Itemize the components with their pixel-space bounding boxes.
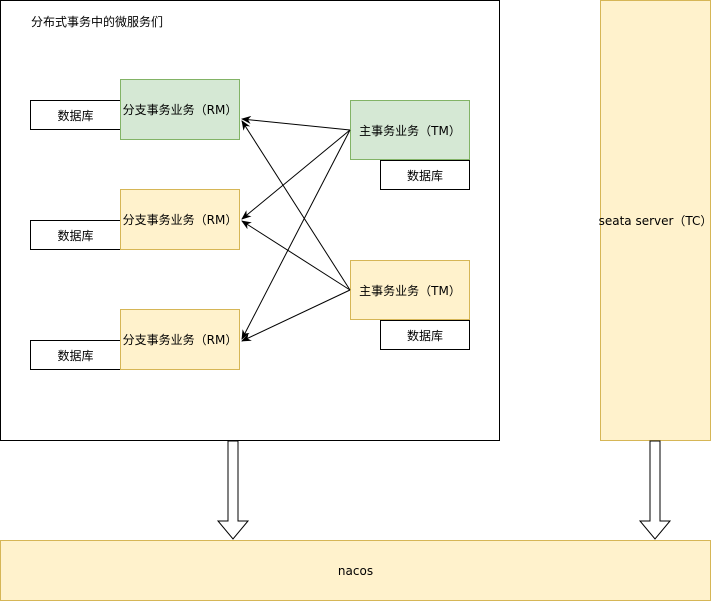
arrow-tm2-rm2 [241,220,351,291]
branch-label: 分支事务业务（RM） [122,333,238,347]
main-label: 主事务业务（TM） [359,283,461,298]
database-label: 数据库 [406,168,443,183]
arrow-tm1-rm2 [241,129,351,220]
branch-service-2: 分支事务业务（RM） [120,189,240,250]
block-arrow-seata-nacos [638,440,672,540]
seata-label: seata server（TC） [598,214,711,228]
nacos-label: nacos [337,563,374,578]
database-box-1: 数据库 [30,100,121,130]
seata-server: seata server（TC） [598,0,711,441]
arrow-tm2-rm1 [241,120,351,291]
arrow-tm1-rm3 [241,129,351,340]
main-service-1: 主事务业务（TM） [350,100,470,160]
branch-label: 分支事务业务（RM） [122,103,238,117]
database-box-5: 数据库 [380,320,470,350]
block-arrow-container-nacos [216,440,250,540]
arrow-tm1-rm1 [241,115,351,131]
main-label: 主事务业务（TM） [359,123,461,138]
database-label: 数据库 [57,108,94,123]
arrow-tm2-rm3 [241,289,351,342]
database-box-3: 数据库 [30,340,121,370]
branch-service-1: 分支事务业务（RM） [120,79,240,140]
container-title: 分布式事务中的微服务们 [31,15,164,29]
database-label: 数据库 [406,328,443,343]
database-box-2: 数据库 [30,220,121,250]
database-box-4: 数据库 [380,160,470,190]
branch-label: 分支事务业务（RM） [122,213,238,227]
branch-service-3: 分支事务业务（RM） [120,309,240,370]
nacos-box: nacos [0,540,711,601]
database-label: 数据库 [57,348,94,363]
database-label: 数据库 [57,228,94,243]
main-service-2: 主事务业务（TM） [350,260,470,320]
